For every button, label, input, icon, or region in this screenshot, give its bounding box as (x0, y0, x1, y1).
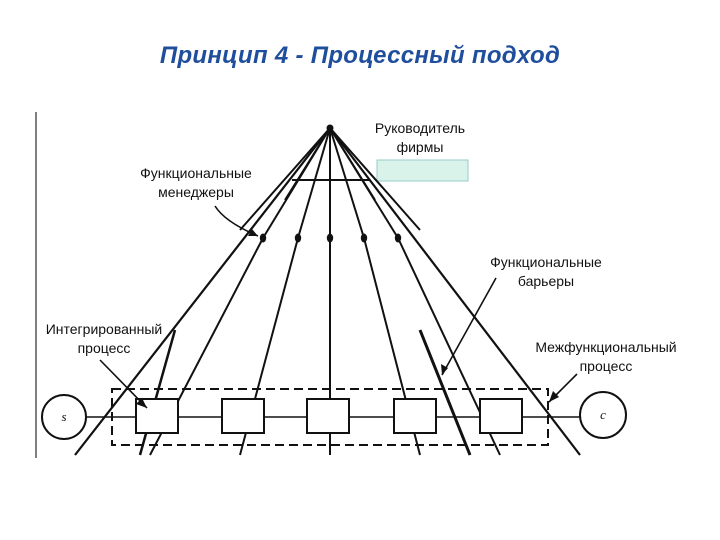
ceo-label-line1: Руководитель (375, 120, 465, 136)
pyramid-right-edge (329, 127, 581, 456)
integrated-arrowhead (136, 398, 147, 408)
highlight-box (376, 159, 469, 182)
barrier-stroke-2 (138, 329, 177, 456)
cross-functional-label-line1: Межфункциональный (535, 339, 676, 355)
output-circle (579, 391, 627, 439)
barriers-arrow (441, 277, 497, 376)
process-boxes (135, 398, 523, 434)
managers-label-line2: менеджеры (158, 184, 234, 200)
integrated-label-line1: Интегрированный (46, 321, 163, 337)
slide-title: Принцип 4 - Процессный подход (159, 42, 561, 69)
managers-arrowhead (248, 229, 258, 236)
apex-dot (326, 124, 334, 132)
cross-functional-arrowhead (549, 391, 559, 402)
pyramid-left-edge (74, 127, 331, 456)
barriers-label-line1: Функциональные (490, 254, 602, 270)
ceo-label-line2: фирмы (397, 139, 444, 155)
integrated-label-line2: процесс (78, 340, 131, 356)
output-circle-label: c (600, 407, 606, 422)
integrated-arrow (99, 359, 148, 409)
barriers-arrowhead (441, 364, 448, 375)
barriers-label-line2: барьеры (518, 273, 574, 289)
cross-functional-label-line2: процесс (580, 358, 633, 374)
manager-dots (259, 233, 402, 243)
input-circle-label: s (61, 409, 66, 424)
input-circle (41, 394, 87, 440)
barrier-stroke-1 (418, 329, 472, 456)
managers-label-line1: Функциональные (140, 165, 252, 181)
